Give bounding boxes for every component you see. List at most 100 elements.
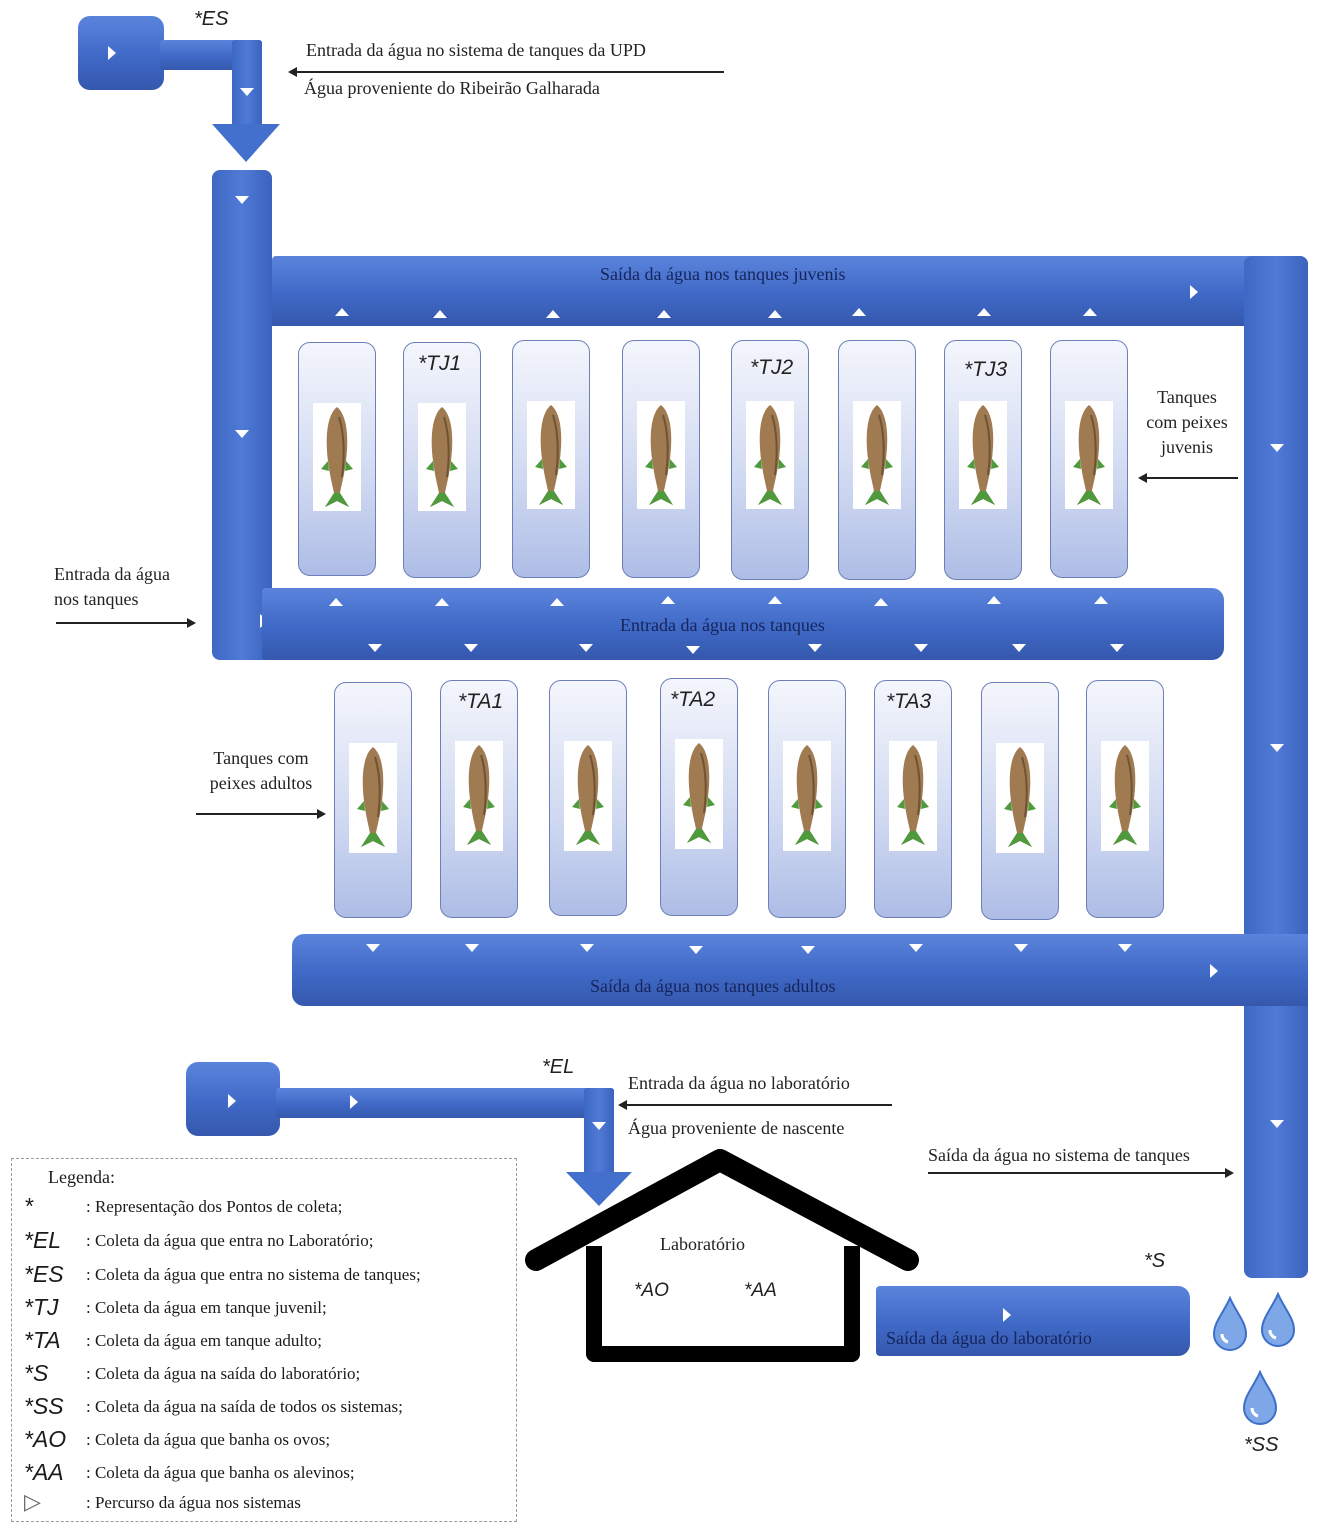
legend-symbol: *S — [24, 1360, 49, 1386]
fish-icon — [1004, 747, 1036, 847]
legend-title: Legenda: — [48, 1167, 115, 1187]
system-inlet-label-1: Entrada da água no sistema de tanques da… — [306, 40, 646, 60]
legend-item: *EL : Coleta da água que entra no Laborat… — [12, 1227, 516, 1259]
lab-inlet-arrowhead — [566, 1172, 632, 1206]
legend-symbol: ▷ — [24, 1489, 41, 1514]
legend-symbol: *AA — [24, 1459, 64, 1485]
adult-outlet-pipe — [292, 934, 1308, 1006]
system-inlet-label-2: Água proveniente do Ribeirão Galharada — [304, 78, 600, 98]
point-s: *S — [1144, 1250, 1166, 1272]
legend-item: *SS: Coleta da água na saída de todos os… — [12, 1393, 516, 1425]
system-inlet-arrow — [288, 68, 724, 76]
system-outlet-arrow — [928, 1169, 1234, 1177]
left-vertical-pipe — [212, 170, 272, 660]
tank-inlet-left-label: Entrada da água nos tanques — [54, 564, 170, 609]
adult-tank-ta2 — [660, 678, 738, 916]
flow-arrow-icon — [228, 1094, 236, 1108]
legend-symbol: *AO — [24, 1426, 67, 1452]
flow-arrow-icon — [1083, 308, 1097, 316]
point-tj2: *TJ2 — [750, 356, 794, 379]
flow-arrow-icon — [1270, 744, 1284, 752]
right-vertical-pipe — [1244, 256, 1308, 1278]
flow-arrow-icon — [1190, 285, 1198, 299]
legend-text: : Coleta da água que banha os alevinos; — [86, 1463, 355, 1482]
adult-tank — [334, 682, 412, 918]
flow-arrow-icon — [580, 944, 594, 952]
flow-arrow-icon — [914, 644, 928, 652]
legend-symbol: *TA — [24, 1327, 61, 1353]
legend-symbol: * — [24, 1193, 33, 1219]
flow-arrow-icon — [465, 944, 479, 952]
flow-arrow-icon — [1210, 964, 1218, 978]
point-tj3: *TJ3 — [964, 358, 1008, 381]
fish-icon — [535, 405, 567, 505]
flow-arrow-icon — [801, 946, 815, 954]
flow-arrow-icon — [768, 310, 782, 318]
flow-arrow-icon — [546, 310, 560, 318]
juvenile-tank — [512, 340, 590, 578]
lab-inlet-label-2: Água proveniente de nascente — [628, 1118, 845, 1138]
flow-arrow-icon — [235, 196, 249, 204]
flow-arrow-icon — [108, 46, 116, 60]
flow-arrow-icon — [240, 88, 254, 96]
adult-tank — [1086, 680, 1164, 918]
legend-symbol: *EL — [24, 1227, 62, 1253]
fish-icon — [463, 745, 495, 845]
water-drop-icon — [1212, 1296, 1248, 1351]
upd-inlet-box — [78, 16, 164, 90]
fish-icon — [426, 407, 458, 507]
flow-arrow-icon — [464, 644, 478, 652]
legend-text: : Percurso da água nos sistemas — [86, 1493, 301, 1512]
flow-arrow-icon — [592, 1122, 606, 1130]
flow-arrow-icon — [686, 646, 700, 654]
legend: Legenda: * : Representação dos Pontos de … — [11, 1158, 517, 1522]
laboratory-label: Laboratório — [660, 1234, 745, 1254]
adult-tank-ta3 — [874, 680, 952, 918]
legend-item: ▷ : Percurso da água nos sistemas — [12, 1489, 516, 1521]
flow-arrow-icon — [689, 946, 703, 954]
flow-arrow-icon — [909, 944, 923, 952]
adult-tank — [549, 680, 627, 916]
fish-icon — [683, 743, 715, 843]
lab-inlet-label-1: Entrada da água no laboratório — [628, 1073, 850, 1093]
juvenile-tanks-arrow — [1138, 474, 1238, 482]
adult-tank — [768, 680, 846, 918]
legend-symbol: *SS — [24, 1393, 64, 1419]
legend-text: : Coleta da água em tanque juvenil; — [86, 1298, 327, 1317]
system-outlet-label: Saída da água no sistema de tanques — [928, 1145, 1190, 1165]
fish-icon — [1109, 745, 1141, 845]
flow-arrow-icon — [657, 310, 671, 318]
flow-arrow-icon — [350, 1095, 358, 1109]
lab-outlet-label: Saída da água do laboratório — [886, 1328, 1092, 1348]
legend-item: *AA : Coleta da água que banha os alevino… — [12, 1459, 516, 1491]
legend-symbol: *TJ — [24, 1294, 59, 1320]
flow-arrow-icon — [579, 644, 593, 652]
fish-icon — [967, 405, 999, 505]
lab-inlet-pipe-v — [584, 1088, 614, 1176]
juvenile-tank-tj3 — [944, 340, 1022, 580]
fish-icon — [897, 745, 929, 845]
flow-arrow-icon — [435, 598, 449, 606]
adult-tank-ta1 — [440, 680, 518, 918]
legend-symbol: *ES — [24, 1261, 64, 1287]
flow-arrow-icon — [1110, 644, 1124, 652]
legend-text: : Coleta da água em tanque adulto; — [86, 1331, 323, 1350]
point-ta3: *TA3 — [886, 690, 932, 713]
legend-text: : Coleta da água que entra no Laboratóri… — [86, 1231, 374, 1250]
upd-inlet-arrowhead — [212, 124, 280, 162]
legend-item: *TA : Coleta da água em tanque adulto; — [12, 1327, 516, 1359]
point-el: *EL — [542, 1056, 575, 1078]
legend-text: : Representação dos Pontos de coleta; — [86, 1197, 343, 1216]
flow-arrow-icon — [1012, 644, 1026, 652]
legend-item: *ES: Coleta da água que entra no sistema… — [12, 1261, 516, 1293]
flow-arrow-icon — [1003, 1308, 1011, 1322]
fish-icon — [1073, 405, 1105, 505]
juvenile-tanks-label: Tanques com peixes juvenis — [1146, 387, 1228, 457]
flow-arrow-icon — [987, 596, 1001, 604]
point-ss: *SS — [1244, 1434, 1279, 1456]
flow-arrow-icon — [368, 644, 382, 652]
flow-arrow-icon — [1270, 1120, 1284, 1128]
point-aa: *AA — [744, 1280, 777, 1301]
adult-tank — [981, 682, 1059, 920]
flow-arrow-icon — [852, 308, 866, 316]
